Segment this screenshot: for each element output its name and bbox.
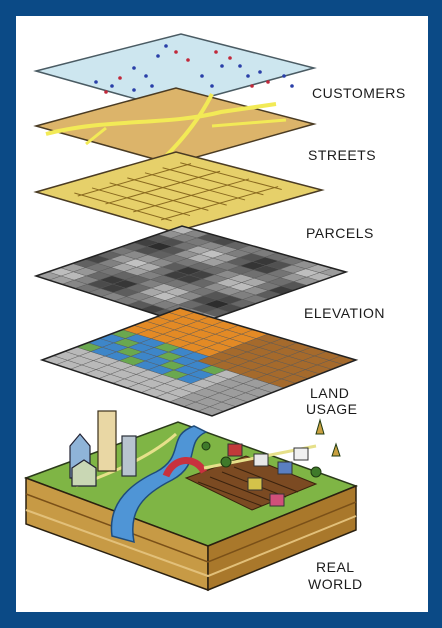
- river: [110, 425, 208, 544]
- layer-label-parcels: PARCELS: [306, 225, 374, 241]
- customer-dot: [132, 88, 136, 92]
- customers-layer: [33, 33, 317, 109]
- layer-label-land-line1: LAND: [310, 385, 349, 401]
- gis-layer-diagram: CUSTOMERS STREETS PARCELS ELEVATION LAND…: [23, 33, 406, 592]
- customer-dot: [110, 84, 114, 88]
- customer-dot: [290, 84, 294, 88]
- customer-dot: [174, 50, 178, 54]
- layer-label-land-line2: USAGE: [306, 401, 358, 417]
- customer-dot: [200, 74, 204, 78]
- trees: [201, 418, 341, 478]
- bridge: [162, 457, 208, 478]
- land-usage-layer: [39, 307, 359, 417]
- customer-dot: [282, 74, 286, 78]
- customer-dots: [94, 44, 294, 94]
- customer-dot: [220, 64, 224, 68]
- customer-dot: [164, 44, 168, 48]
- customer-dot: [250, 84, 254, 88]
- layer-label-streets: STREETS: [308, 147, 376, 163]
- customer-dot: [150, 84, 154, 88]
- parcel-lines: [74, 162, 282, 222]
- customer-dot: [214, 50, 218, 54]
- customer-dot: [132, 66, 136, 70]
- customer-dot: [238, 64, 242, 68]
- layer-label-customers: CUSTOMERS: [312, 85, 406, 101]
- customer-dot: [186, 58, 190, 62]
- customer-dot: [210, 84, 214, 88]
- streets-layer: [33, 87, 317, 165]
- customer-dot: [118, 76, 122, 80]
- customer-dot: [266, 80, 270, 84]
- parcels-layer: [33, 151, 325, 233]
- land-usage-grid: [41, 307, 357, 417]
- customer-dot: [104, 90, 108, 94]
- customer-dot: [94, 80, 98, 84]
- customer-dot: [144, 74, 148, 78]
- buildings: [69, 410, 309, 507]
- customer-dot: [258, 70, 262, 74]
- layer-label-elevation: ELEVATION: [304, 305, 385, 321]
- diagram-frame: CUSTOMERS STREETS PARCELS ELEVATION LAND…: [16, 16, 428, 612]
- customer-dot: [156, 54, 160, 58]
- real-world-block: [23, 410, 359, 592]
- layer-label-real-line1: REAL: [316, 559, 355, 575]
- customer-dot: [228, 56, 232, 60]
- layer-label-real-line2: WORLD: [308, 576, 363, 592]
- elevation-layer: [33, 225, 349, 327]
- customer-dot: [246, 74, 250, 78]
